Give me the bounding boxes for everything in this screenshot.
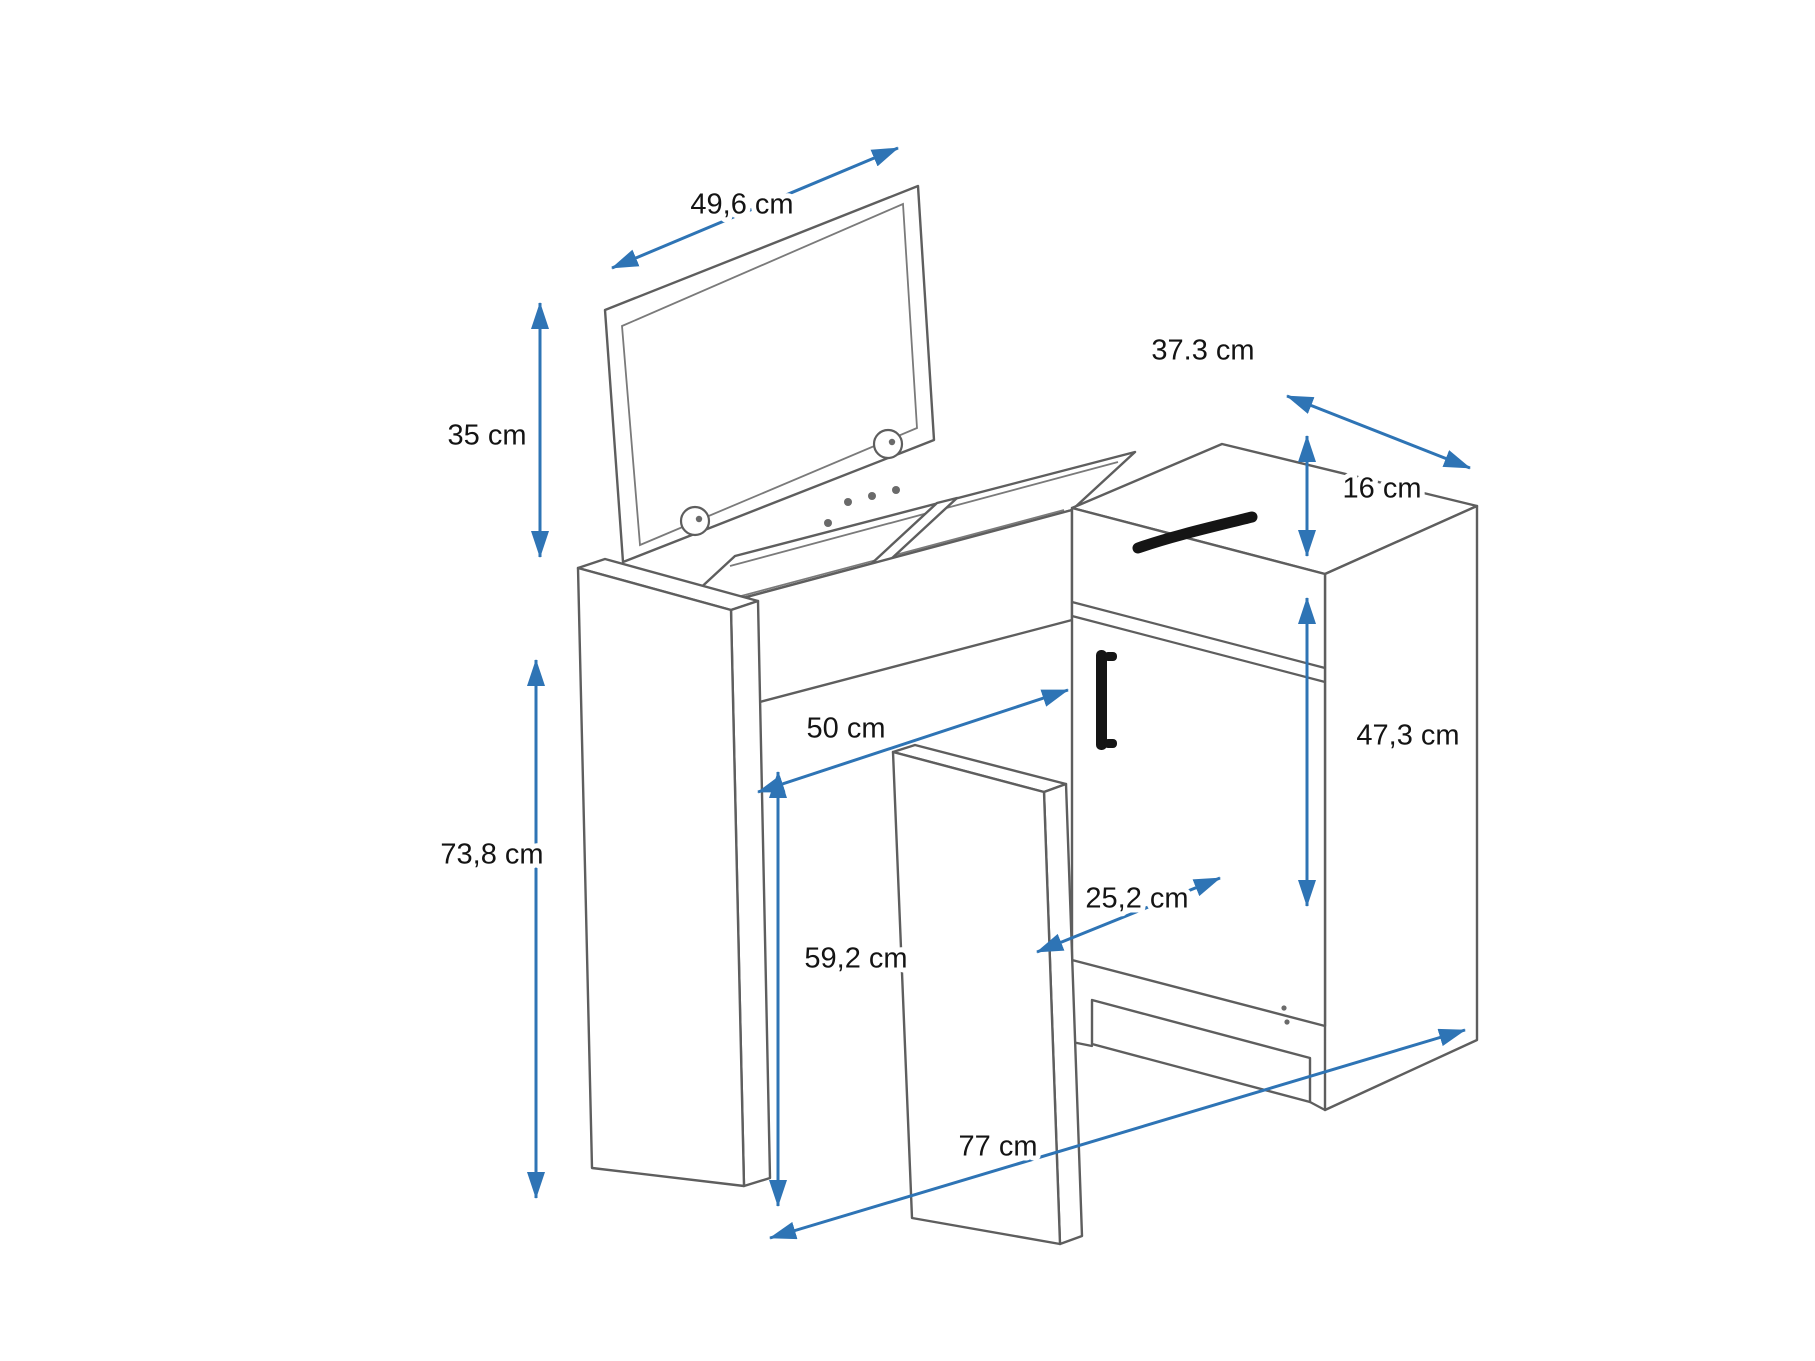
dimension-label-door-height: 47,3 cm bbox=[1356, 720, 1459, 752]
dimension-knee-space-width: 50 cm bbox=[757, 688, 1069, 794]
back-wall-hole-icon bbox=[844, 498, 852, 506]
dimension-line-overall-width bbox=[769, 1028, 1466, 1240]
dimension-label-cabinet-depth: 37.3 cm bbox=[1151, 335, 1254, 367]
mirror-panel bbox=[603, 184, 936, 564]
door-handle-icon bbox=[1096, 650, 1117, 750]
furniture-drawing bbox=[576, 184, 1479, 1246]
middle-leg-panel bbox=[891, 743, 1084, 1246]
drawer-bottom-edge bbox=[1070, 600, 1327, 670]
door-screw-icon bbox=[1284, 1019, 1290, 1025]
dimension-label-overall-width: 77 cm bbox=[959, 1131, 1038, 1163]
back-wall-hole-icon bbox=[868, 492, 876, 500]
dimension-door-height: 47,3 cm bbox=[1298, 597, 1465, 907]
dimension-label-knee-space-height: 59,2 cm bbox=[804, 943, 907, 975]
dimension-knee-space-height: 59,2 cm bbox=[769, 771, 913, 1207]
plinth-right-joint bbox=[1308, 1100, 1327, 1112]
dimension-table-height: 73,8 cm bbox=[435, 659, 549, 1199]
dimension-label-base-depth: 25,2 cm bbox=[1085, 883, 1188, 915]
dimension-line-knee-space-width bbox=[757, 688, 1069, 794]
dimension-label-knee-space-width: 50 cm bbox=[807, 713, 886, 745]
door-top-edge bbox=[1070, 614, 1327, 684]
mirror-hinge-right-icon bbox=[872, 428, 904, 460]
door-screw-icon bbox=[1281, 1005, 1287, 1011]
dimension-line-cabinet-depth bbox=[1286, 394, 1471, 470]
dimension-overall-width: 77 cm bbox=[769, 1028, 1466, 1240]
dimension-label-drawer-height: 16 cm bbox=[1343, 473, 1422, 505]
cabinet-side-face bbox=[1323, 504, 1479, 1112]
back-wall-hole-icon bbox=[892, 486, 900, 494]
drawer-handle-icon bbox=[1132, 511, 1258, 554]
dimension-label-mirror-height: 35 cm bbox=[448, 420, 527, 452]
left-leg-panel bbox=[576, 557, 772, 1188]
mirror-hinge-left-pin-icon bbox=[695, 515, 703, 523]
dimension-drawer-height: 16 cm bbox=[1298, 435, 1426, 557]
dimension-label-table-height: 73,8 cm bbox=[440, 839, 543, 871]
dimension-line-mirror-width bbox=[611, 146, 899, 270]
dimension-mirror-height: 35 cm bbox=[443, 302, 549, 558]
dimension-mirror-width: 49,6 cm bbox=[611, 146, 899, 270]
dimension-label-mirror-width: 49,6 cm bbox=[690, 189, 793, 221]
dimension-cabinet-depth: 37.3 cm bbox=[1146, 330, 1471, 470]
cabinet-front-face bbox=[1070, 506, 1327, 1028]
dimension-base-depth: 25,2 cm bbox=[1036, 876, 1221, 954]
mirror-hinge-left-icon bbox=[679, 505, 711, 537]
dimension-annotations: 49,6 cm 35 cm 37.3 cm 16 cm 50 cm 47,3 c… bbox=[435, 146, 1471, 1240]
back-wall-hole-icon bbox=[824, 519, 832, 527]
dimension-line-base-depth bbox=[1036, 876, 1221, 954]
mirror-hinge-right-pin-icon bbox=[888, 438, 896, 446]
